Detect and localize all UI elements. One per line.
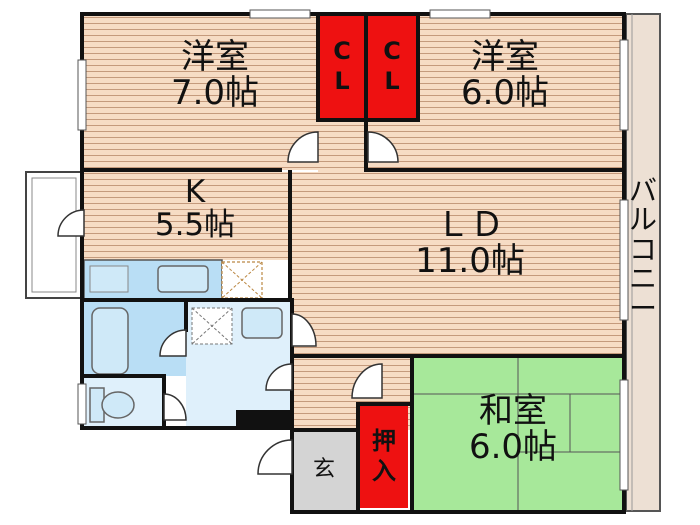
kitchen [84, 172, 290, 260]
balcony-char: コ [628, 232, 657, 266]
western-room-7 [82, 14, 318, 170]
oshiire-char: 入 [372, 457, 396, 485]
room-label-western-7: 洋室 7.0帖 [150, 37, 280, 113]
room-name: 洋室 [181, 37, 249, 77]
room-name: ＬＤ [436, 205, 504, 245]
balcony-char: ル [628, 203, 657, 237]
room-name: 洋室 [471, 37, 539, 77]
room-size: 7.0帖 [170, 72, 260, 113]
room-size: 6.0帖 [460, 72, 550, 113]
stove [89, 265, 129, 293]
oshiire [360, 404, 408, 508]
closet-label-right: C L [368, 36, 416, 96]
sink [157, 265, 209, 293]
closet-letter: C [383, 37, 401, 65]
room-label-japanese: 和室 6.0帖 [448, 391, 578, 467]
closet-right [368, 16, 416, 120]
closet-letter: L [384, 67, 400, 95]
oshiire-label: 押 入 [360, 426, 408, 486]
balcony-char: ー [628, 291, 657, 325]
entrance-text: 玄 [312, 457, 335, 482]
closet-letter: C [333, 37, 351, 65]
room-size: 6.0帖 [468, 426, 558, 467]
closet-label-left: C L [320, 36, 364, 96]
balcony-char: バ [628, 174, 657, 207]
closet-left [320, 16, 364, 120]
room-label-ld: ＬＤ 11.0帖 [395, 205, 545, 281]
closet-letter: L [334, 67, 350, 95]
oshiire-char: 押 [372, 427, 396, 455]
room-label-western-6: 洋室 6.0帖 [440, 37, 570, 113]
balcony-char: ニ [628, 262, 657, 296]
room-size: 5.5帖 [154, 206, 236, 243]
room-size: 11.0帖 [415, 240, 525, 281]
balcony-label: バ ル コ ニ ー [628, 176, 658, 323]
hallway [318, 120, 366, 172]
room-name: 和室 [479, 391, 547, 431]
room-label-kitchen: K 5.5帖 [130, 176, 260, 241]
entrance [292, 430, 358, 510]
entrance-label: 玄 [300, 458, 348, 481]
washbasin [241, 307, 283, 339]
bathtub [91, 307, 129, 375]
room-name: K [184, 174, 206, 210]
